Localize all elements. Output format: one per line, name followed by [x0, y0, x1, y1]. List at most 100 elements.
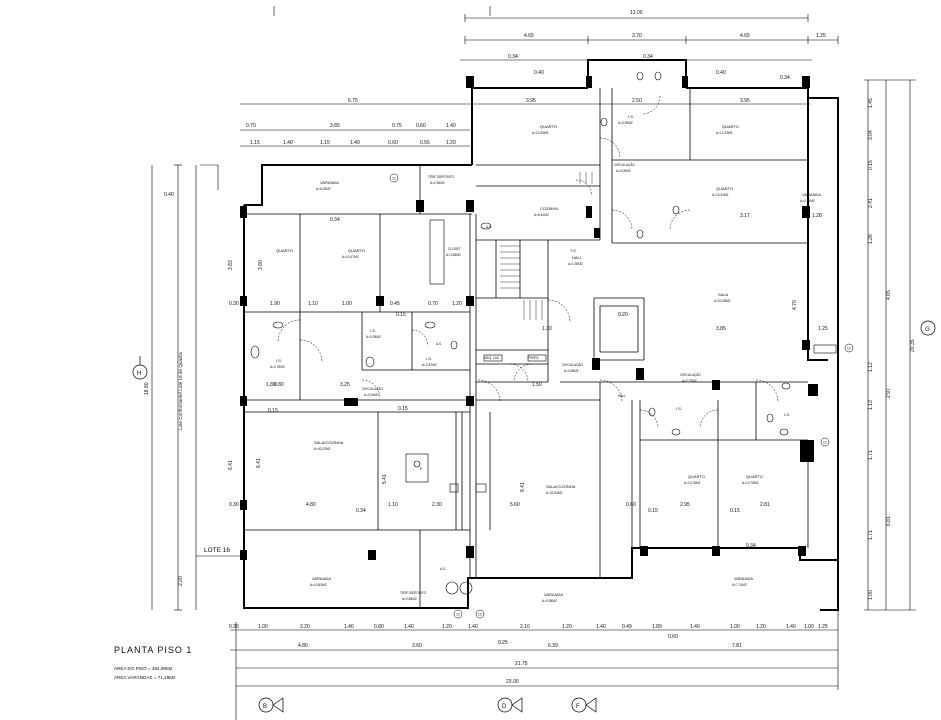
- idim-24: 0.60: [626, 502, 636, 508]
- dim-right-4: 1.28: [868, 234, 874, 244]
- dim-left-0: 0.40: [164, 192, 174, 198]
- idim-29: 0.34: [746, 543, 756, 549]
- area-note-floor: ÁREA DO PISO = 384,98M2: [114, 665, 173, 671]
- dim-row2-3: 0.34: [643, 54, 653, 60]
- dim-b1-9: 1.20: [562, 624, 572, 630]
- dim-b3: 21.75: [515, 661, 528, 667]
- axis-label-d: D: [502, 704, 507, 710]
- room-sala-cozinha-mid: SALA/COZINHA: [546, 484, 576, 489]
- axis-label-b: B: [263, 704, 267, 710]
- idim-28: 0.15: [730, 508, 740, 514]
- room-is-top: I.S.: [628, 114, 634, 119]
- room-quarto-right-mid: QUARTO: [716, 186, 733, 191]
- dim-right-8: 2.97: [886, 388, 892, 398]
- label-maq-lav: MÁQ. LAV.: [484, 356, 500, 360]
- idim-32: 5.41: [382, 474, 388, 484]
- dim-b1-18: 1.25: [818, 624, 828, 630]
- dim-top-1: 4.65: [524, 33, 534, 39]
- dim-left-2: 3.83: [228, 260, 234, 270]
- room-quarto-top-mid: QUARTO: [540, 124, 557, 129]
- dim-b2-1: 3.60: [412, 643, 422, 649]
- dim-b2-3: 6.39: [548, 643, 558, 649]
- dim-b1-15: 1.20: [756, 624, 766, 630]
- idim-12: 1.50: [532, 382, 542, 388]
- right-dimension-texts: 1.45 3.04 0.15 2.41 1.28 4.65 1.12 1.13 …: [868, 98, 916, 600]
- dim-right-9: 20.35: [910, 339, 916, 352]
- room-circulacao-right-area: A=2,79M2: [682, 379, 697, 383]
- grid-tag-2: 12: [823, 441, 827, 445]
- room-varanda-top-left-area: A=6,03M2: [316, 187, 331, 191]
- idim-23: 0.34: [356, 508, 366, 514]
- dim-left-5: 2.20: [178, 576, 184, 586]
- idim-14: 0.15: [398, 406, 408, 412]
- room-is-mid-area: A=2,87M2: [422, 363, 437, 367]
- label-as: A.S.: [436, 342, 442, 346]
- grid-tag-0: 12: [392, 177, 396, 181]
- thin-walls: [244, 88, 809, 608]
- room-varanda-bottom-right-area: A=7,74M2: [732, 583, 747, 587]
- idim-27: 2.81: [760, 502, 770, 508]
- fixtures: [250, 71, 837, 595]
- dim-b1-10: 1.40: [596, 624, 606, 630]
- left-dimension-lines: [151, 164, 219, 611]
- dim-row3-3: 2.50: [632, 98, 642, 104]
- room-varanda-bottom-left-area: A=10,83M2: [310, 583, 327, 587]
- exterior-walls: [243, 59, 839, 611]
- idim-0: 1.90: [270, 301, 280, 307]
- room-is-left: I.S.: [276, 358, 282, 363]
- idim-19: 0.30: [229, 502, 239, 508]
- interior-dimensions: 1.90 1.10 1.00 0.45 0.70 1.20 0.15 0.34 …: [229, 213, 828, 549]
- grid-tags: [389, 173, 854, 619]
- plan-title: PLANTA PISO 1: [114, 645, 192, 655]
- dim-row2-2: 0.40: [534, 70, 544, 76]
- room-is-mid-left-area: A=2,09M2: [366, 335, 381, 339]
- idim-31: 1.28: [812, 213, 822, 219]
- idim-36: 3.80: [258, 260, 264, 270]
- axis-label-h: H: [137, 371, 141, 377]
- dim-top-4: 1.25: [816, 33, 826, 39]
- room-varanda-bottom-mid-area: A=9,38M2: [542, 599, 557, 603]
- dim-row4-texts: 0.70 3.85 0.75 0.60 1.40 1.15 1.40 1.15 …: [246, 123, 456, 146]
- room-quarto-left-2-area: A=10,47M2: [342, 255, 359, 259]
- small-labels: A.G. P. A.P. MÁQ. LAV. PERFIL A.S.: [420, 225, 539, 571]
- dim-top-2: 3.70: [632, 33, 642, 39]
- dim-row4-e: 1.40: [446, 123, 456, 129]
- label-ag: A.G.: [440, 567, 446, 571]
- dim-b2-2: 0.25: [498, 640, 508, 646]
- idim-20: 2.30: [432, 502, 442, 508]
- dim-b1-13: 1.40: [690, 624, 700, 630]
- lote-block: LOTE 16: [196, 547, 244, 557]
- room-term-deposito-bottom: TÉRF./DEPÓSITO: [400, 590, 427, 595]
- dim-row4-f: 1.15: [250, 140, 260, 146]
- axis-marker-labels: H G B D F: [137, 327, 930, 710]
- dim-row4-h: 1.15: [320, 140, 330, 146]
- label-perfil: PERFIL: [528, 356, 539, 360]
- room-circulacao-right: CIRCULAÇÃO: [680, 372, 701, 377]
- idim-8: 0.30: [229, 301, 239, 307]
- axis-markers: [132, 320, 936, 713]
- dim-row2-5: 0.34: [780, 75, 790, 81]
- room-circulacao-mid: CIRCULAÇÃO: [562, 362, 583, 367]
- dim-b1-3: 1.40: [344, 624, 354, 630]
- dim-b1-6: 1.20: [442, 624, 452, 630]
- stairs: [500, 172, 593, 320]
- label-p: P.: [420, 467, 423, 471]
- dim-b2-0: 4.80: [298, 643, 308, 649]
- room-sala-cozinha-left-area: A=40,23M2: [314, 447, 331, 451]
- dim-b1-17: 1.00: [804, 624, 814, 630]
- dim-b2-5: 0.60: [668, 634, 678, 640]
- dim-right-0: 1.45: [868, 98, 874, 108]
- dim-row4-a: 0.70: [246, 123, 256, 129]
- room-circulacao-mid-area: A=4,58M2: [564, 369, 579, 373]
- room-is-top-area: A=3,90M2: [618, 121, 633, 125]
- idim-10: 0.15: [268, 408, 278, 414]
- room-varanda-bottom-mid: VARANDA: [544, 592, 563, 597]
- room-cozinha-area: A=6,51M2: [534, 213, 549, 217]
- room-varanda-bottom-left: VARANDA: [312, 576, 331, 581]
- room-quarto-top-right-area: A=12,29M2: [716, 131, 733, 135]
- dim-b1-7: 1.40: [468, 624, 478, 630]
- room-quarto-left-2: QUARTO: [348, 248, 365, 253]
- bottom-dimension-lines: [230, 610, 839, 720]
- room-term-deposito-top: TÉRF./DEPÓSITO: [428, 174, 455, 179]
- dim-row3-2: 3.95: [526, 98, 536, 104]
